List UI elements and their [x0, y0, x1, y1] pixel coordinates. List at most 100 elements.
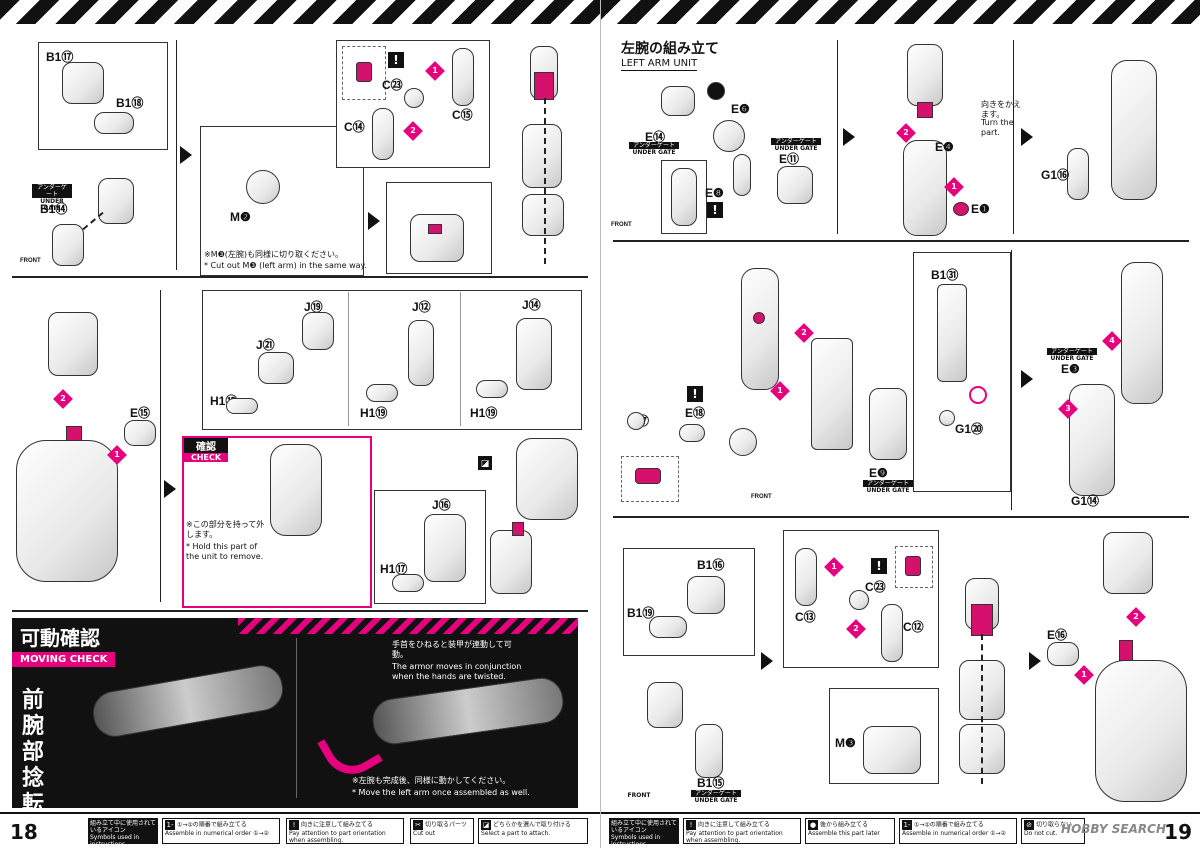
pink-joint: [512, 522, 524, 536]
step-arrow: [1021, 370, 1033, 388]
part-j16: [424, 514, 466, 582]
row-divider: [12, 276, 588, 278]
moving-note-en: The armor moves in conjunction when the …: [392, 662, 522, 681]
label-m3: M❸: [835, 736, 856, 750]
note-cut-jp: ※M❸(左腕)も同様に切り取ください。: [204, 250, 344, 259]
label-e9: E❾: [869, 466, 888, 480]
column-divider: [837, 40, 838, 234]
order-mark-2: 2: [1126, 607, 1146, 627]
label-c15: C⑮: [452, 108, 473, 122]
part-held-forearm: [270, 444, 322, 536]
part-h1-15: [226, 398, 258, 414]
part-j21: [258, 352, 294, 384]
part-b1-body: [647, 682, 683, 728]
check-note-jp: ※この部分を持って外します。: [186, 520, 265, 539]
part-forearm-right: [1095, 660, 1187, 802]
label-e15: E⑮: [130, 406, 151, 420]
part-c12: [881, 604, 903, 662]
turn-note-jp: 向きをかえます。: [981, 100, 1021, 119]
part-c15: [452, 48, 474, 106]
step-arrow: [761, 652, 773, 670]
label-j21: J㉑: [256, 338, 275, 352]
part-c23-alt: [905, 556, 921, 576]
part-inner-arm: [741, 268, 779, 390]
part-e9: [869, 388, 907, 460]
part-j19: [302, 312, 334, 350]
part-e6: [713, 120, 745, 152]
label-b1-17: B1⑰: [46, 50, 74, 64]
check-note-en: * Hold this part of the unit to remove.: [186, 542, 264, 561]
front-tag: FRONT: [627, 792, 651, 799]
moving-check-panel: 可動確認 MOVING CHECK 前腕部捻転可動 手首をひねると装甲が連動して…: [12, 618, 578, 848]
order-mark-2: 2: [53, 389, 73, 409]
step-arrow: [1021, 128, 1033, 146]
front-label: FRONT: [20, 258, 41, 264]
assembly-guide: [981, 634, 983, 784]
part-joint-ball: [729, 428, 757, 456]
part-forearm-hand: [516, 438, 578, 520]
order-mark-3: 3: [1058, 399, 1078, 419]
row-divider: [12, 610, 588, 612]
part-e14: [661, 86, 695, 116]
part-e18: [679, 424, 705, 442]
part-h1-19a: [366, 384, 398, 402]
scissors-icon: ✂: [413, 820, 423, 830]
part-e18-alt: [635, 468, 661, 484]
alt-part-box: [895, 546, 933, 588]
label-e6: E❻: [731, 102, 750, 116]
arm-illustration-twisted: [369, 674, 567, 748]
label-c12: C⑫: [903, 620, 924, 634]
front-label: FRONT: [751, 494, 772, 500]
do-not-cut-icon: [969, 386, 987, 404]
label-j14: J⑭: [522, 298, 541, 312]
watermark: HOBBY SEARCH: [1061, 822, 1166, 836]
label-j12: J⑫: [412, 300, 431, 314]
part-b1-31: [937, 284, 967, 382]
order-mark-4: 4: [1102, 331, 1122, 351]
label-e18: E⑱: [685, 406, 706, 420]
part-b1-18: [94, 112, 134, 134]
hazard-stripe-top: [601, 0, 1200, 24]
label-b1-15: B1⑮: [697, 776, 725, 790]
part-e8: [733, 154, 751, 196]
orientation-warning-icon: !: [871, 558, 887, 574]
turn-note-en: Turn the part.: [981, 118, 1014, 137]
part-g1-14: [1069, 384, 1115, 496]
select-icon: ◪: [481, 820, 491, 830]
part-b1-19: [649, 616, 687, 638]
part-b1-16: [687, 576, 725, 614]
part-side-plate: [811, 338, 853, 450]
part-b1-15: [695, 724, 723, 778]
pink-joint: [917, 102, 933, 118]
label-e4: E❹: [935, 140, 954, 154]
part-e4: [903, 140, 947, 236]
order-mark-1: 1: [944, 177, 964, 197]
hazard-stripe-top: [0, 0, 600, 24]
note-cut-en: * Cut out M❸ (left arm) in the same way.: [204, 261, 367, 270]
moving-check-divider: [296, 638, 297, 798]
step-arrow: [164, 480, 176, 498]
part-arm-assembled: [1111, 60, 1157, 200]
alt-part-box: [342, 46, 386, 100]
assemble-later-icon: [707, 82, 725, 100]
label-c13: C⑬: [795, 610, 816, 624]
part-e16: [1047, 642, 1079, 666]
part-e17: [627, 412, 645, 430]
part-arm-cap: [522, 194, 564, 236]
step-arrow: [1029, 652, 1041, 670]
